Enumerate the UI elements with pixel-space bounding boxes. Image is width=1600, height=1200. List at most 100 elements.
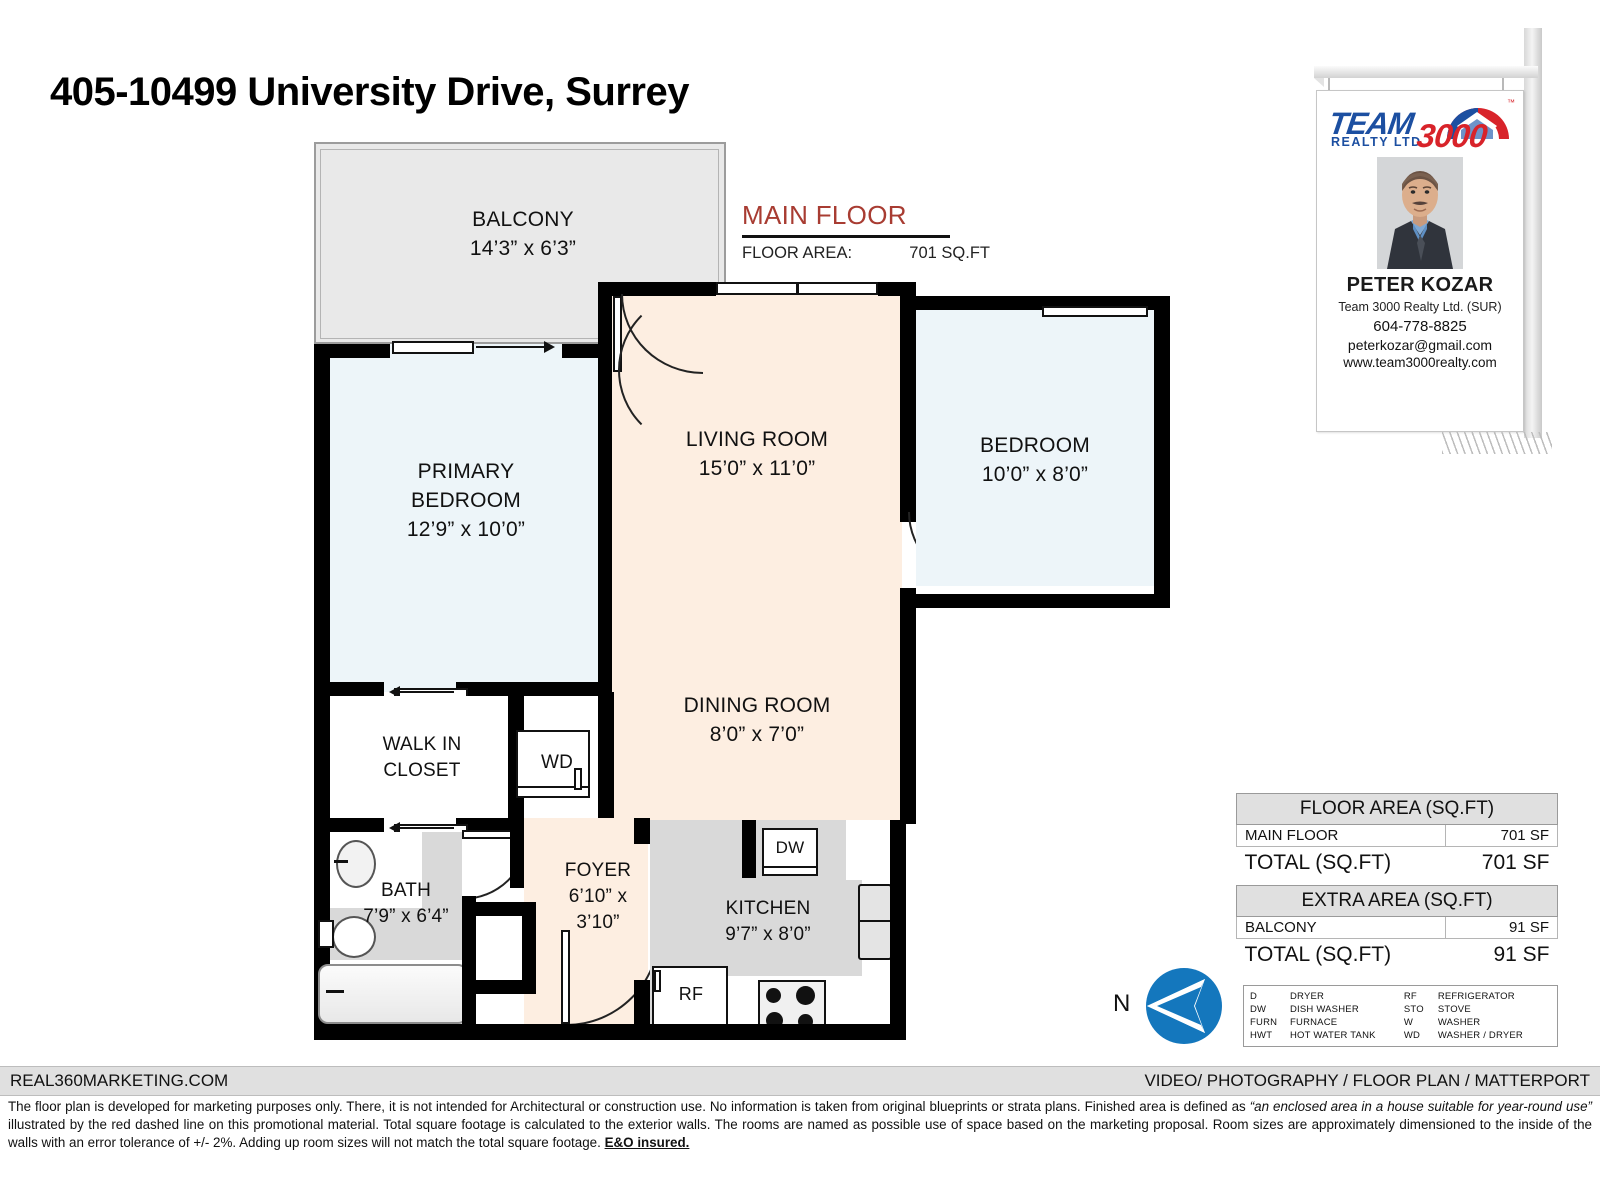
foyer-name: FOYER (564, 860, 632, 881)
stove-burner-1 (766, 988, 781, 1003)
page-title: 405-10499 University Drive, Surrey (50, 70, 689, 114)
main-floor-area-row: FLOOR AREA: 701 SQ.FT (742, 244, 990, 263)
appliance-label-rf: RF (678, 984, 704, 1004)
floor-area-table: FLOOR AREA (SQ.FT) MAIN FLOOR 701 SF TOT… (1236, 793, 1558, 877)
closet-slider-arrow-head-2 (389, 822, 400, 834)
wall-bath-right-lower (462, 896, 476, 964)
agent-website[interactable]: www.team3000realty.com (1343, 355, 1497, 370)
wall-foyer-kitchen-divider (634, 818, 650, 844)
balcony-inner-outline (320, 149, 719, 339)
floor-area-total-value: 701 SF (1481, 851, 1550, 874)
floor-area-header: FLOOR AREA (SQ.FT) (1236, 793, 1558, 825)
stove-burner-2 (796, 986, 815, 1005)
floor-area-row-label: MAIN FLOOR (1236, 824, 1446, 847)
area-tables: FLOOR AREA (SQ.FT) MAIN FLOOR 701 SF TOT… (1236, 793, 1558, 977)
wall-closet-bottom-right (456, 818, 524, 832)
wall-foyer-bottom (476, 1024, 648, 1040)
wall-kitchen-right (890, 820, 906, 1040)
balcony-slider-door (392, 341, 474, 354)
wall-kitchen-dw-back (742, 820, 756, 878)
legend-abbr-furn: FURN (1250, 1017, 1278, 1028)
foyer-dim-2: 3’10” (576, 912, 620, 934)
wall-living-right-upper (900, 282, 916, 522)
sign-ground-hatch (1442, 432, 1552, 454)
legend-abbr-hwt: HWT (1250, 1030, 1273, 1041)
legend-abbr-dw: DW (1250, 1004, 1267, 1015)
legend-abbr-wd: WD (1403, 1030, 1421, 1041)
disclaimer-part-1: The floor plan is developed for marketin… (8, 1099, 1250, 1114)
room-label-kitchen: KITCHEN 9’7” x 8’0” (668, 896, 868, 948)
foyer-dim-1: 6’10” x (568, 886, 628, 908)
closet-slider-arrow-line-1 (398, 691, 454, 693)
wall-bed2-bottom (900, 594, 1170, 608)
bath-toilet-tank (318, 920, 334, 948)
legend-table: D DRYER RF REFRIGERATOR DW DISH WASHER S… (1250, 990, 1551, 1042)
agent-email[interactable]: peterkozar@gmail.com (1347, 337, 1493, 353)
living-window-mullion (796, 282, 799, 295)
living-room-name: LIVING ROOM (685, 428, 829, 451)
legend-desc-dw: DISH WASHER (1290, 1004, 1359, 1015)
logo-trademark: ™ (1507, 98, 1515, 107)
living-room-dim: 15’0” x 11’0” (698, 456, 816, 480)
bath-sink-tap (334, 860, 348, 863)
legend-desc-d: DRYER (1290, 991, 1325, 1002)
legend-desc-wd: WASHER / DRYER (1437, 1030, 1523, 1041)
living-entry-door-swing (618, 292, 696, 448)
logo-house-arch-icon (1447, 108, 1509, 139)
disclaimer-eo: E&O insured. (604, 1134, 690, 1150)
balcony-slider-arrow-head (544, 341, 555, 353)
dining-room-name: DINING ROOM (683, 694, 831, 717)
kitchen-sink-divider (858, 920, 892, 922)
wall-laundry-right (598, 692, 614, 818)
kitchen-sink (858, 884, 892, 960)
wall-foyer-closet-top (476, 902, 536, 916)
extra-area-row-value: 91 SF (1445, 916, 1558, 939)
kitchen-rf-handle (654, 970, 661, 992)
bath-name: BATH (380, 880, 432, 901)
legend-row: D DRYER RF REFRIGERATOR (1250, 990, 1551, 1003)
wall-living-left (598, 282, 614, 696)
sign-arm (1314, 66, 1538, 87)
room-label-bath: BATH 7’9” x 6’4” (326, 878, 486, 930)
closet-slider-arrow-line-2 (398, 827, 454, 829)
bath-sink (336, 840, 376, 888)
agent-photo-icon (1377, 157, 1463, 269)
extra-area-row-label: BALCONY (1236, 916, 1446, 939)
bath-toilet-bowl (332, 916, 376, 958)
bath-tub-tap (326, 990, 344, 993)
legend-abbr-sto: STO (1403, 1004, 1424, 1015)
sign-hanger-right (1502, 78, 1504, 94)
wall-foyer-left (510, 818, 524, 888)
floor-area-total-label: TOTAL (SQ.FT) (1244, 851, 1392, 874)
closet-slider-arrow-head-1 (389, 686, 400, 698)
disclaimer-quote: “an enclosed area in a house suitable fo… (1249, 1099, 1592, 1114)
extra-area-header: EXTRA AREA (SQ.FT) (1236, 885, 1558, 917)
kitchen-dim: 9’7” x 8’0” (725, 924, 811, 946)
wall-bath-right-bottom (462, 960, 476, 1038)
floor-area-row-value: 701 SF (1445, 824, 1558, 847)
room-label-walk-in-closet: WALK IN CLOSET (334, 732, 510, 784)
agent-phone[interactable]: 604-778-8825 (1373, 318, 1467, 335)
sign-post (1524, 28, 1542, 438)
room-label-balcony: BALCONY 14’3” x 6’3” (368, 206, 678, 264)
footer-bar: REAL360MARKETING.COM VIDEO/ PHOTOGRAPHY … (0, 1066, 1600, 1096)
balcony-slider-arrow-line (476, 346, 550, 348)
footer-brand: REAL360MARKETING.COM (10, 1071, 229, 1090)
footer-services: VIDEO/ PHOTOGRAPHY / FLOOR PLAN / MATTER… (1144, 1071, 1590, 1090)
appliance-label-dw: DW (775, 838, 805, 857)
legend-abbr-rf: RF (1403, 991, 1417, 1002)
realtor-sign: ™ TEAM REALTY LTD 3000 (1290, 28, 1558, 458)
extra-area-total-label: TOTAL (SQ.FT) (1244, 943, 1392, 966)
bedroom2-window (1042, 306, 1148, 317)
legend-row: DW DISH WASHER STO STOVE (1250, 1003, 1551, 1016)
closet-name-2: CLOSET (383, 760, 461, 782)
wd-appliance-handle (574, 768, 582, 790)
room-label-primary-bedroom: PRIMARY BEDROOM 12’9” x 10’0” (324, 458, 608, 545)
wall-closet-left (314, 692, 330, 826)
living-entry-door-leaf (613, 296, 622, 372)
sign-card: ™ TEAM REALTY LTD 3000 (1316, 90, 1524, 432)
room-label-bedroom2: BEDROOM 10’0” x 8’0” (922, 432, 1148, 490)
kitchen-rf-box (652, 966, 728, 1028)
appliance-legend: D DRYER RF REFRIGERATOR DW DISH WASHER S… (1243, 985, 1558, 1047)
disclaimer-part-2: illustrated by the red dashed line on th… (8, 1116, 1592, 1150)
